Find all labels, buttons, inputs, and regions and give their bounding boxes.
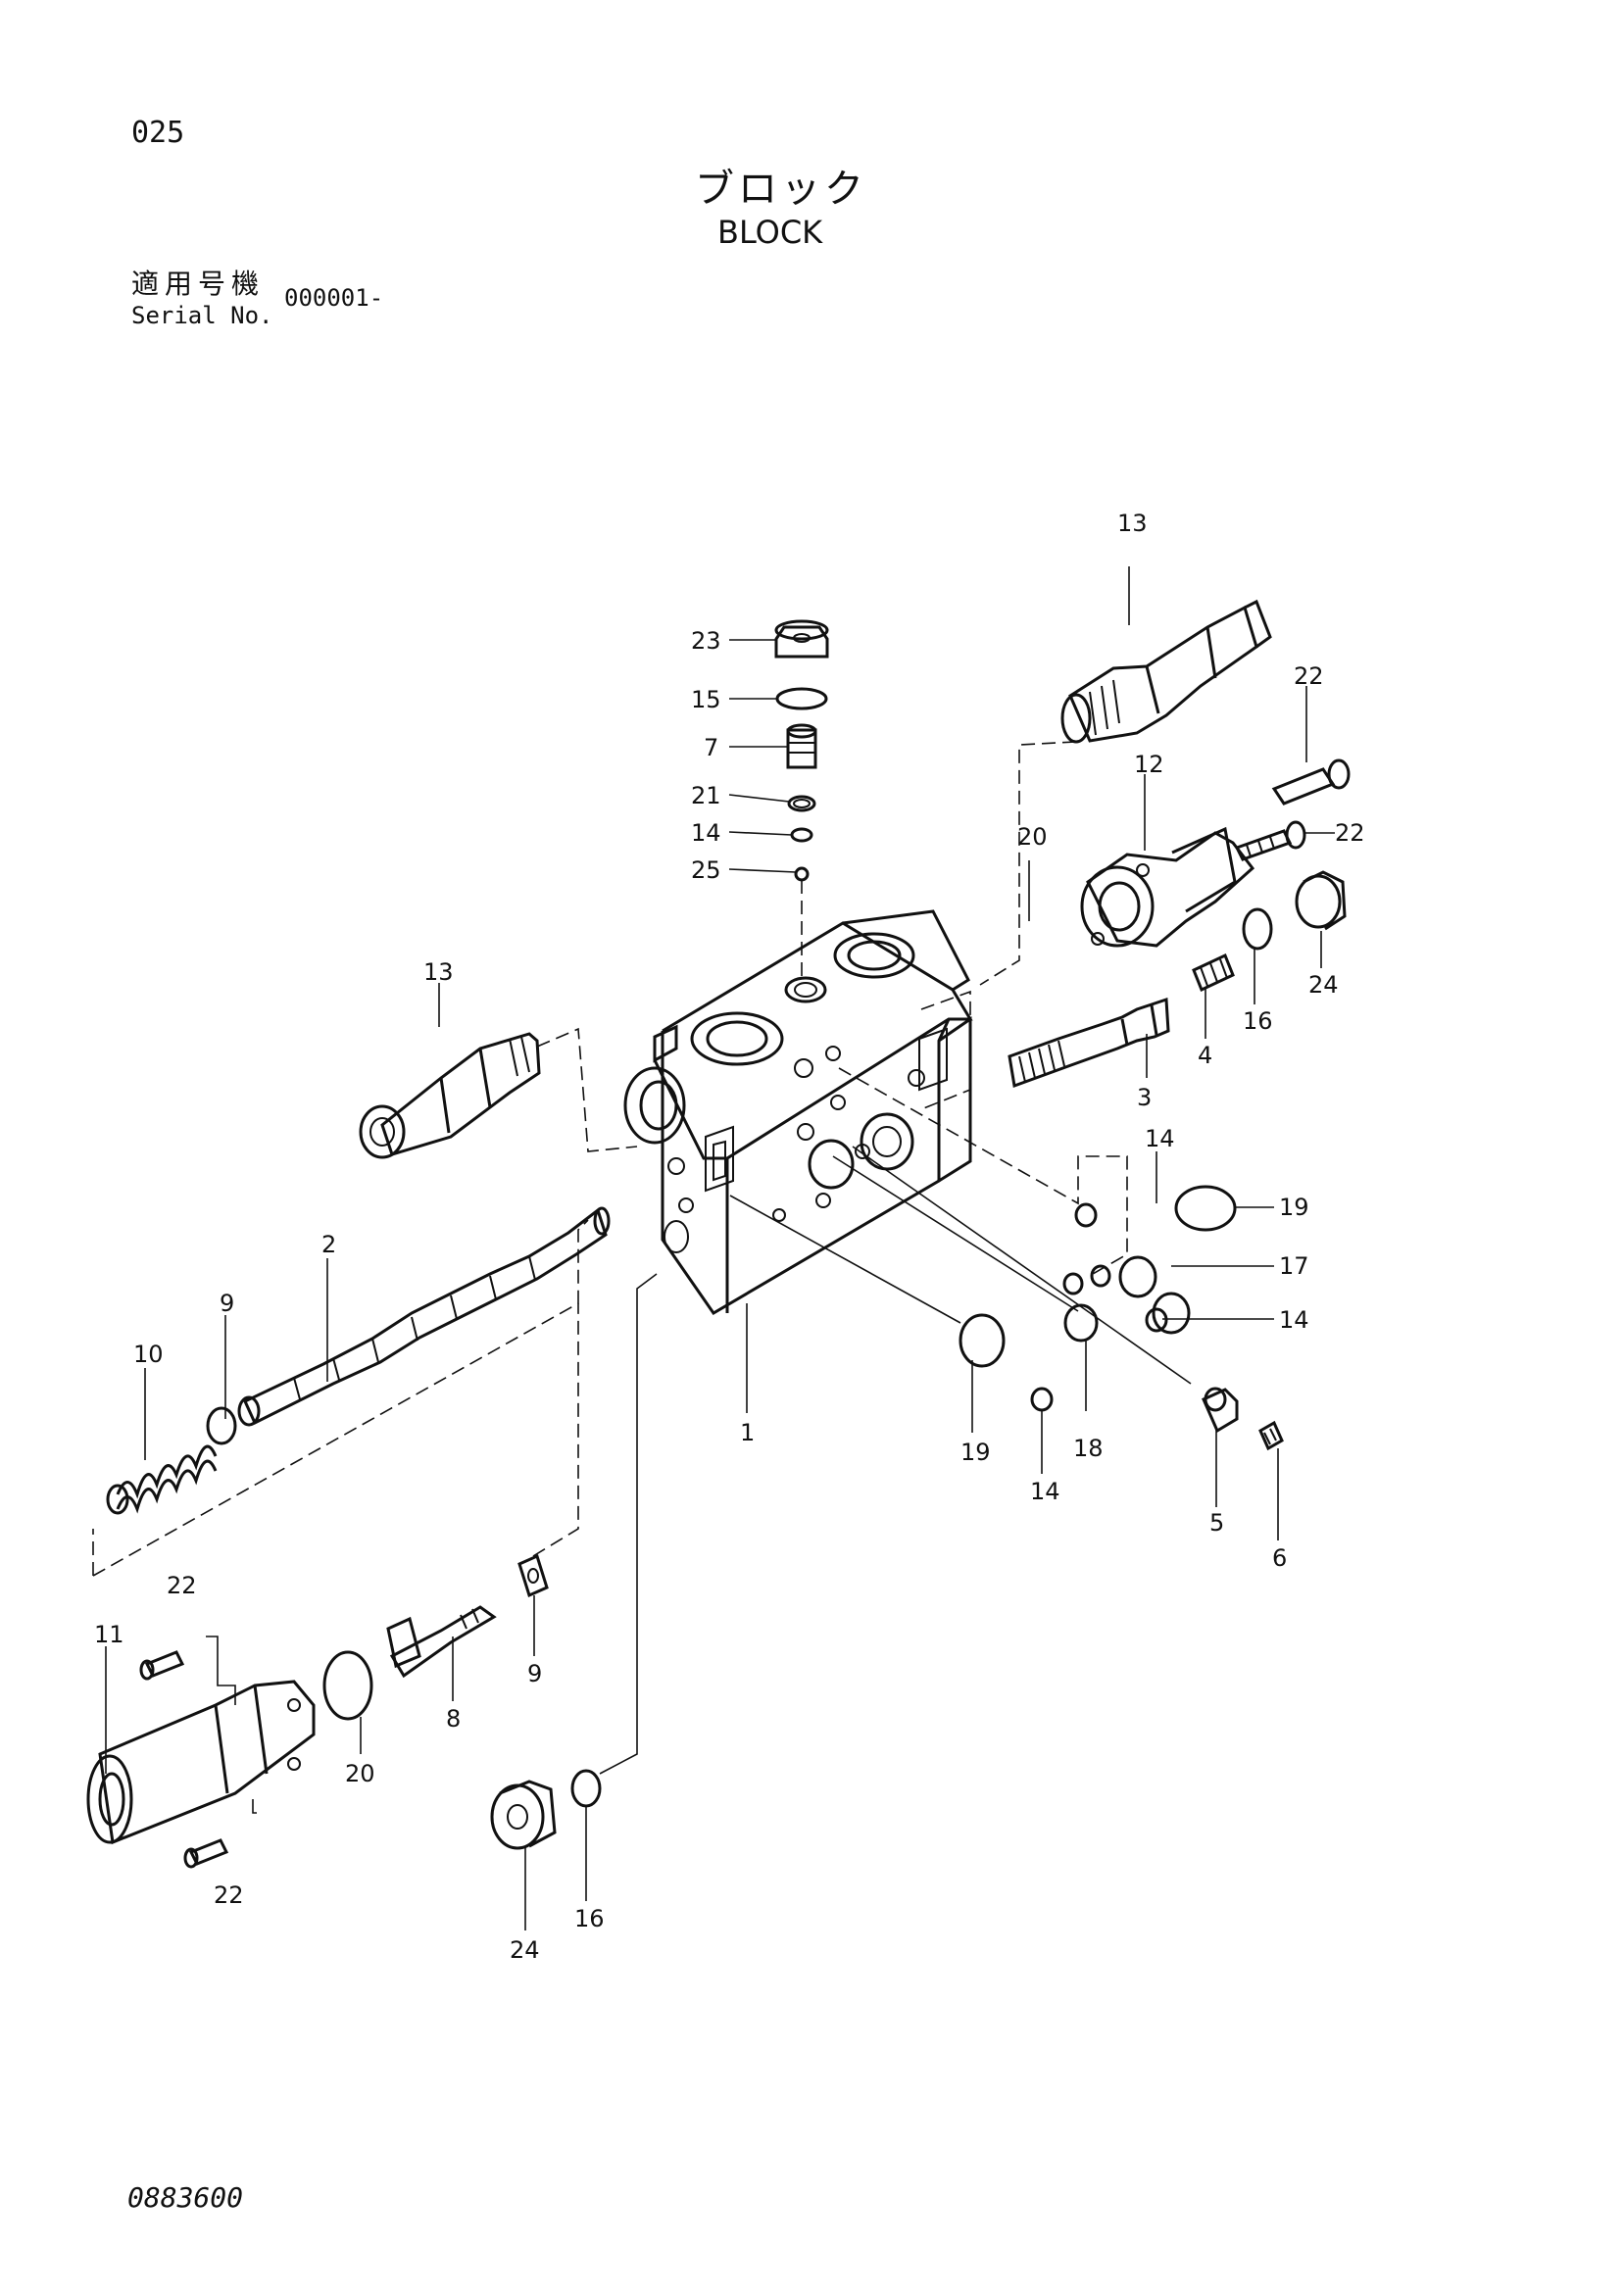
serial-label-english: Serial No. xyxy=(131,302,273,329)
callout-16-lower: 16 xyxy=(574,1905,605,1932)
callout-25: 25 xyxy=(691,856,721,884)
callout-13-left: 13 xyxy=(423,958,454,986)
callout-4: 4 xyxy=(1198,1042,1212,1069)
callout-14-top: 14 xyxy=(691,819,721,847)
relief-valve-upper xyxy=(979,599,1272,986)
callout-9-upper: 9 xyxy=(220,1290,234,1317)
plug-24-upper xyxy=(1242,870,1347,951)
callout-19-lower: 19 xyxy=(960,1439,991,1466)
serial-number-range: 000001- xyxy=(284,284,384,312)
callout-15: 15 xyxy=(691,686,721,713)
page-number: 025 xyxy=(131,116,185,150)
callout-17: 17 xyxy=(1279,1252,1309,1280)
document-code: 0883600 xyxy=(127,2181,244,2214)
callout-14-mid: 14 xyxy=(1145,1125,1175,1152)
callout-1: 1 xyxy=(740,1419,755,1446)
callout-19-right: 19 xyxy=(1279,1194,1309,1221)
poppet-3-and-spring-4 xyxy=(1008,953,1235,1089)
callout-21: 21 xyxy=(691,782,721,809)
plug-24-lower xyxy=(490,1273,658,1850)
callout-12: 12 xyxy=(1134,751,1164,778)
callout-24-lower: 24 xyxy=(510,1936,540,1964)
callout-22-left-top: 22 xyxy=(167,1572,197,1599)
callout-5: 5 xyxy=(1209,1509,1224,1537)
callout-9-lower: 9 xyxy=(527,1660,542,1687)
o-rings-right xyxy=(729,1067,1284,1451)
leader-lines xyxy=(105,566,1335,1930)
callout-7: 7 xyxy=(704,734,718,761)
callout-2: 2 xyxy=(321,1231,336,1258)
top-plug-stack xyxy=(774,619,829,980)
callout-20-lower: 20 xyxy=(345,1760,375,1787)
spool-2 xyxy=(92,1206,611,1577)
callout-16-top: 16 xyxy=(1243,1007,1273,1035)
callout-labels: 13 23 15 7 21 14 25 22 12 22 20 24 16 4 … xyxy=(94,510,1365,1964)
callout-10: 10 xyxy=(133,1341,164,1368)
callout-11: 11 xyxy=(94,1621,124,1648)
page-title-japanese: ブロック xyxy=(695,167,867,212)
spring-cover-11 xyxy=(86,1303,579,1869)
callout-24-top: 24 xyxy=(1308,971,1339,999)
callout-6: 6 xyxy=(1272,1544,1287,1572)
serial-label-japanese: 適用号機 xyxy=(131,268,266,300)
callout-14-right: 14 xyxy=(1279,1306,1309,1334)
flange-cover-12 xyxy=(1080,758,1351,948)
valve-block-body xyxy=(623,909,973,1315)
callout-14-lower: 14 xyxy=(1030,1478,1060,1505)
callout-8: 8 xyxy=(446,1705,461,1733)
callout-13-top: 13 xyxy=(1117,510,1148,537)
page-title-english: BLOCK xyxy=(717,214,823,251)
callout-22-right: 22 xyxy=(1335,819,1365,847)
callout-22-left-bottom: 22 xyxy=(214,1881,244,1909)
callout-3: 3 xyxy=(1137,1084,1152,1111)
callout-22-top: 22 xyxy=(1294,662,1324,690)
callout-18: 18 xyxy=(1073,1435,1104,1462)
callout-23: 23 xyxy=(691,627,721,655)
callout-20-top: 20 xyxy=(1017,823,1048,851)
relief-valve-lower xyxy=(359,1027,638,1159)
